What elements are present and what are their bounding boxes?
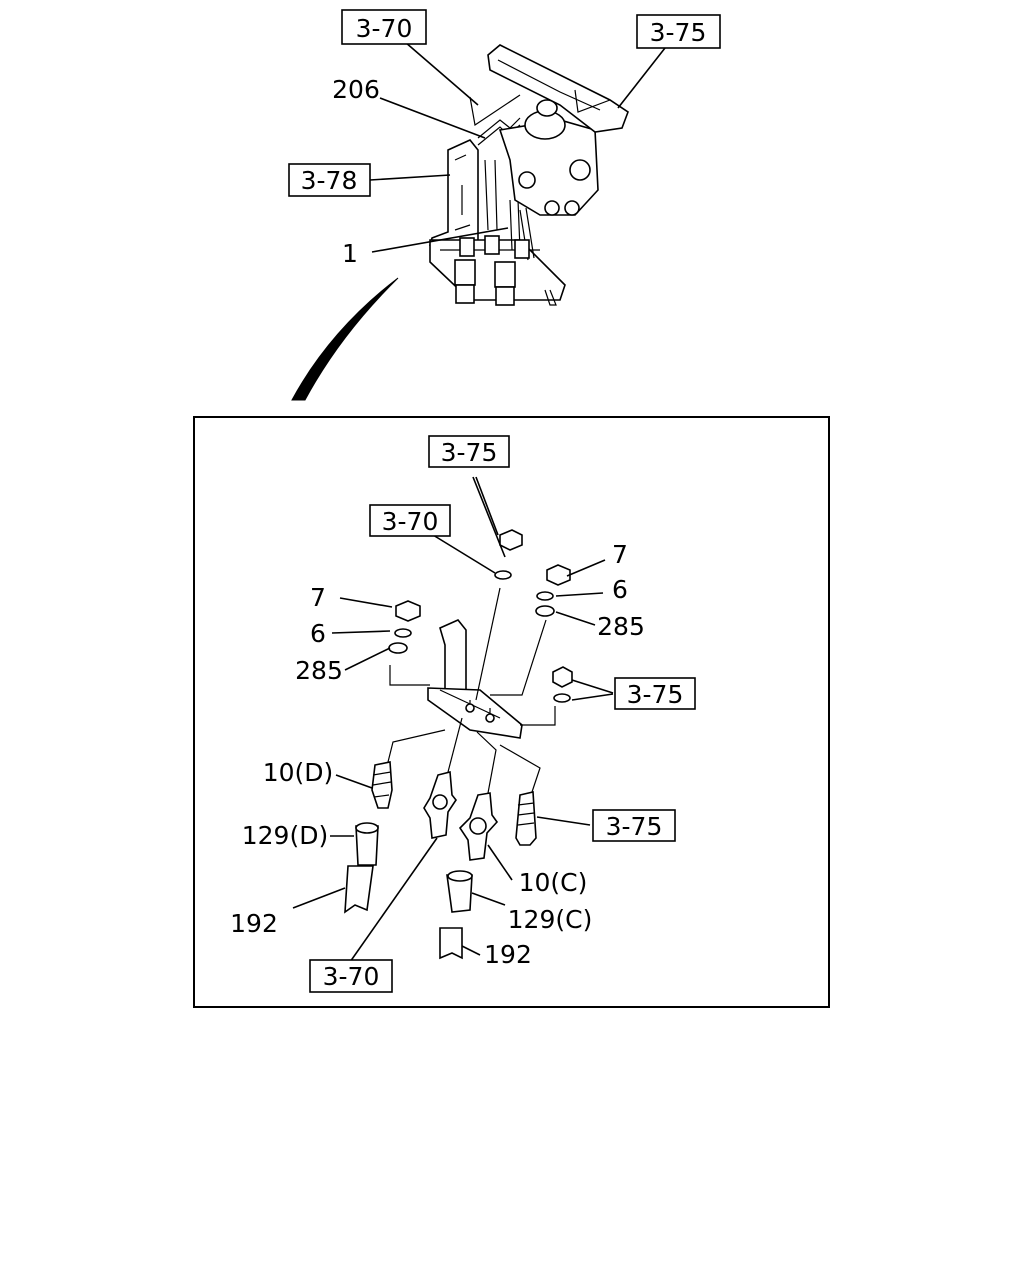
ref-label: 3-75 <box>441 438 498 467</box>
ref-box-3-75-detail-right: 3-75 <box>614 677 696 710</box>
detail-frame <box>193 416 830 1008</box>
part-label-1: 1 <box>342 239 358 268</box>
top-leaders <box>369 41 666 253</box>
detail-leaders <box>292 476 614 963</box>
part-label-285-right: 285 <box>597 612 645 641</box>
ref-label: 3-70 <box>356 14 413 43</box>
ref-box-3-70-detail-bottom: 3-70 <box>309 959 393 993</box>
part-label-6-right: 6 <box>612 575 628 604</box>
part-label-206: 206 <box>332 75 380 104</box>
ref-box-3-70-detail-top: 3-70 <box>369 504 451 537</box>
part-label-129d: 129(D) <box>242 821 328 850</box>
ref-label: 3-70 <box>382 507 439 536</box>
part-label-285-left: 285 <box>295 656 343 685</box>
detail-arrow <box>291 277 399 401</box>
valve-assembly-illustration <box>428 44 629 306</box>
part-label-192-left: 192 <box>230 909 278 938</box>
ref-label: 3-75 <box>606 812 663 841</box>
ref-label: 3-75 <box>650 18 707 47</box>
part-label-10c: 10(C) <box>519 868 588 897</box>
ref-box-3-75-detail-top: 3-75 <box>428 435 510 468</box>
part-label-10d: 10(D) <box>263 758 334 787</box>
ref-label: 3-78 <box>301 166 358 195</box>
part-label-192-right: 192 <box>484 940 532 969</box>
part-label-7-right: 7 <box>612 540 628 569</box>
ref-box-3-78: 3-78 <box>288 163 371 197</box>
ref-label: 3-70 <box>323 962 380 991</box>
part-label-7-left: 7 <box>310 583 326 612</box>
detail-parts <box>344 529 573 960</box>
part-label-6-left: 6 <box>310 619 326 648</box>
ref-box-3-75-top: 3-75 <box>636 14 721 49</box>
part-label-129c: 129(C) <box>508 905 593 934</box>
ref-label: 3-75 <box>627 680 684 709</box>
ref-box-3-70-top: 3-70 <box>341 9 427 45</box>
ref-box-3-75-detail-mid: 3-75 <box>592 809 676 842</box>
